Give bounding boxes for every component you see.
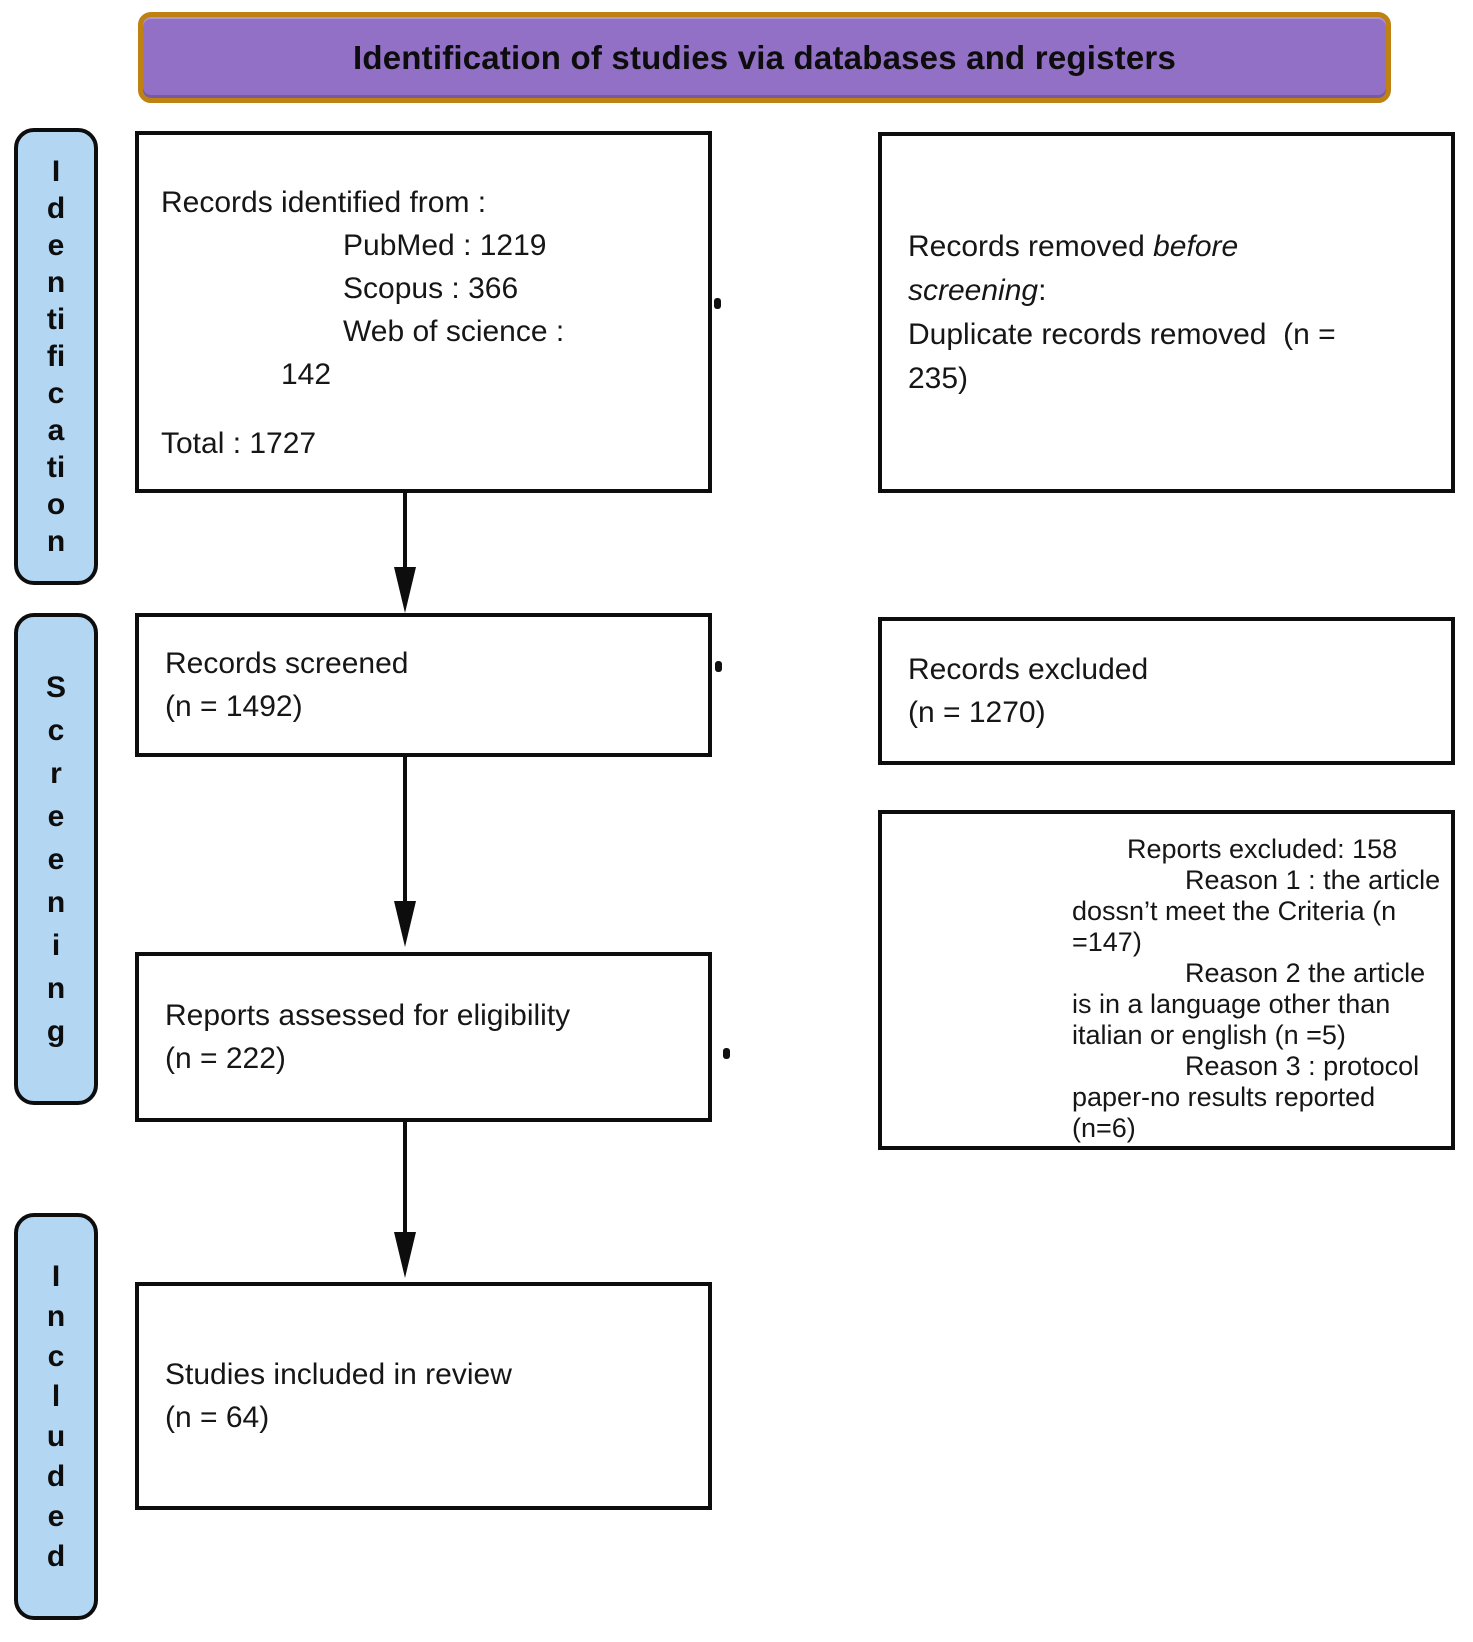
stage-letter: fi — [46, 340, 66, 373]
diagram-title: Identification of studies via databases … — [353, 38, 1176, 76]
reports-assessed-line1: Reports assessed for eligibility — [165, 999, 571, 1032]
arrow-identified-to-screened — [392, 493, 418, 613]
stage-label-included: I n c l u d e d — [14, 1213, 98, 1620]
studies-included-count: (n = 64) — [165, 1401, 270, 1434]
records-excluded-count: (n = 1270) — [908, 696, 1046, 729]
reports-excluded-reason2b: is in a language other than — [1072, 989, 1391, 1019]
studies-included-line1: Studies included in review — [165, 1358, 512, 1391]
box-records-identified: Records identified from : PubMed : 1219 … — [135, 131, 712, 493]
stage-letter: n — [46, 266, 66, 299]
reports-excluded-reason3: Reason 3 : protocol — [1185, 1051, 1420, 1081]
stage-letter: e — [47, 842, 65, 876]
stage-label-identification: I d e n ti fi c a ti o n — [14, 128, 98, 585]
stage-letter: d — [46, 1539, 66, 1573]
stage-letter: I — [51, 1259, 61, 1293]
stage-letter: e — [47, 799, 65, 833]
box-records-screened: Records screened (n = 1492) — [135, 613, 712, 757]
stage-letter: n — [46, 525, 66, 558]
stage-letter: l — [51, 1379, 61, 1413]
stage-letter: n — [46, 1299, 66, 1333]
box-records-removed: Records removed before screening: Duplic… — [878, 132, 1455, 493]
stage-letter: ti — [46, 451, 66, 484]
reports-excluded-reason3c: (n=6) — [1072, 1113, 1136, 1143]
reports-excluded-reason1b: dossn’t meet the Criteria (n — [1072, 896, 1397, 926]
stage-label-screening: S c r e e n i n g — [14, 613, 98, 1105]
stage-letter: I — [51, 155, 61, 188]
stray-mark — [723, 1048, 730, 1059]
box-records-excluded: Records excluded (n = 1270) — [878, 617, 1455, 765]
arrow-head-icon — [394, 901, 416, 947]
stage-letter: d — [46, 192, 66, 225]
reports-assessed-count: (n = 222) — [165, 1042, 286, 1075]
stage-letter: o — [46, 488, 66, 521]
stage-letter: c — [47, 713, 65, 747]
box-reports-excluded: Reports excluded: 158 Reason 1 : the art… — [878, 810, 1455, 1150]
stage-letter: ti — [46, 303, 66, 336]
box-reports-assessed: Reports assessed for eligibility (n = 22… — [135, 952, 712, 1122]
arrow-shaft — [403, 493, 407, 569]
stage-letter: d — [46, 1459, 66, 1493]
records-identified-wos-count: 142 — [281, 358, 332, 391]
reports-excluded-title: Reports excluded: 158 — [1127, 834, 1398, 864]
stage-letter: e — [47, 1499, 65, 1533]
stage-letter: e — [47, 229, 65, 262]
arrow-head-icon — [394, 567, 416, 613]
stray-mark — [714, 298, 721, 309]
stage-letter: S — [45, 670, 66, 704]
stage-letter: c — [47, 377, 65, 410]
stage-letter: n — [46, 971, 66, 1005]
stray-mark — [715, 661, 722, 672]
diagram-title-banner: Identification of studies via databases … — [138, 12, 1391, 103]
reports-excluded-reason1c: =147) — [1072, 927, 1142, 957]
stage-letter: r — [50, 756, 62, 790]
reports-excluded-reason2: Reason 2 the article — [1185, 958, 1426, 988]
records-screened-count: (n = 1492) — [165, 690, 303, 723]
stage-letter: a — [47, 414, 65, 447]
records-identified-line: Records identified from : — [161, 186, 487, 219]
records-identified-wos: Web of science : — [343, 315, 565, 348]
arrow-head-icon — [394, 1232, 416, 1278]
arrow-shaft — [403, 1122, 407, 1234]
stage-letter: g — [46, 1014, 66, 1048]
arrow-assessed-to-included — [392, 1122, 418, 1278]
records-screened-line1: Records screened — [165, 647, 409, 680]
records-identified-total: Total : 1727 — [161, 427, 317, 460]
reports-excluded-reason3b: paper-no results reported — [1072, 1082, 1376, 1112]
records-removed-line2: screening: — [908, 273, 1047, 307]
stage-letter: u — [46, 1419, 66, 1453]
records-identified-pubmed: PubMed : 1219 — [343, 229, 547, 262]
stage-letter: i — [51, 928, 61, 962]
records-removed-line3: Duplicate records removed (n = — [908, 317, 1336, 351]
records-identified-scopus: Scopus : 366 — [343, 272, 519, 305]
arrow-shaft — [403, 757, 407, 903]
arrow-screened-to-assessed — [392, 757, 418, 947]
reports-excluded-reason2c: italian or english (n =5) — [1072, 1020, 1346, 1050]
records-removed-line4: 235) — [908, 361, 969, 395]
reports-excluded-reason1: Reason 1 : the article — [1185, 865, 1441, 895]
stage-letter: n — [46, 885, 66, 919]
records-removed-line1: Records removed before — [908, 229, 1239, 263]
records-excluded-line1: Records excluded — [908, 653, 1149, 686]
box-studies-included: Studies included in review (n = 64) — [135, 1282, 712, 1510]
stage-letter: c — [47, 1339, 65, 1373]
